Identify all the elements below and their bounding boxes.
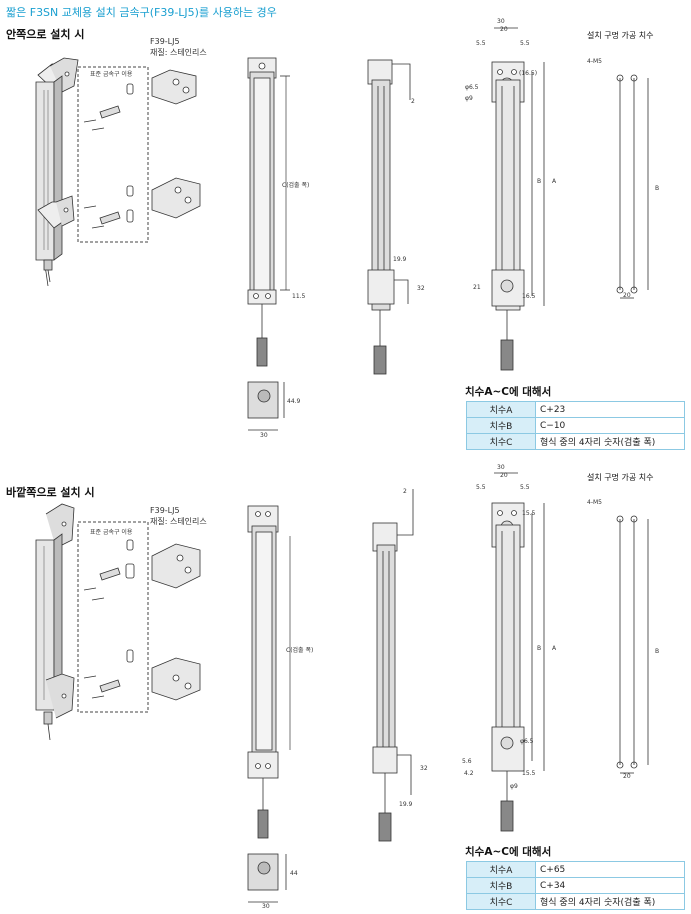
front-d-30-2: 30	[262, 903, 270, 910]
hole-d-4m5-2: 4-M5	[587, 499, 602, 506]
hole-dimension-title: 설치 구멍 가공 치수	[587, 31, 654, 40]
side-d-19-9-b: 19.9	[399, 801, 413, 808]
side-d-32: 32	[417, 285, 425, 292]
table-value: 형식 중의 4자리 숫자(검출 폭)	[535, 433, 685, 450]
material-label: 재질: 스테인리스	[150, 48, 207, 57]
rear-d-b: B	[537, 178, 542, 185]
standard-bracket-label-2: 표준 금속구 이용	[90, 529, 133, 536]
rear-d-16-5-paren: (16.5)	[519, 70, 538, 77]
table-value: C+65	[535, 861, 685, 878]
hole-d-b-2: B	[655, 648, 660, 655]
front-c-dim-2: C(검출 폭)	[286, 647, 314, 654]
hole-d-20-2: 20	[623, 773, 631, 780]
rear-d-a: A	[552, 178, 557, 185]
rear-d-9-2: φ9	[510, 783, 518, 790]
rear-d-5-5-2: 5.5	[476, 484, 486, 491]
side-view-drawing-2	[372, 489, 414, 842]
rear-view-drawing	[491, 27, 545, 371]
rear-d-b-2: B	[537, 645, 542, 652]
part-code: F39-LJ5	[150, 37, 180, 46]
rear-d-20: 20	[500, 26, 508, 33]
side-d-2-b: 2	[403, 488, 407, 495]
material-label-2: 재질: 스테인리스	[150, 517, 207, 526]
section-heading-inside: 안쪽으로 설치 시	[6, 28, 85, 41]
mounting-hole-drawing-2	[616, 515, 649, 774]
rear-d-a-2: A	[552, 645, 557, 652]
table-value: 형식 중의 4자리 숫자(검출 폭)	[535, 893, 685, 910]
front-d-44: 44	[290, 870, 298, 877]
rear-d-6-5-2: φ6.5	[520, 738, 534, 745]
page-title: 짧은 F3SN 교체용 설치 금속구(F39-LJ5)를 사용하는 경우	[6, 6, 277, 19]
hole-d-20: 20	[623, 292, 631, 299]
table-heading-1: 치수A~C에 대해서	[465, 386, 552, 398]
rear-d-5-6: 5.6	[462, 758, 472, 765]
table-value: C+34	[535, 877, 685, 894]
table-key: 치수B	[466, 877, 536, 894]
table-key: 치수A	[466, 401, 536, 418]
rear-view-drawing-2	[491, 472, 545, 832]
rear-d-5-5: 5.5	[476, 40, 486, 47]
mounting-hole-drawing	[616, 74, 649, 299]
table-value: C+23	[535, 401, 685, 418]
rear-d-5-5-2b: 5.5	[520, 484, 530, 491]
hole-d-b: B	[655, 185, 660, 192]
rear-d-30: 30	[497, 18, 505, 25]
side-d-32-b: 32	[420, 765, 428, 772]
table-key: 치수A	[466, 861, 536, 878]
rear-d-9: φ9	[465, 95, 473, 102]
rear-d-16-5: 16.5	[522, 293, 536, 300]
front-view-drawing	[247, 57, 290, 431]
rear-d-4-2: 4.2	[464, 770, 474, 777]
table-key: 치수C	[466, 433, 536, 450]
front-c-dim: C(검출 폭)	[282, 182, 310, 189]
front-view-drawing-2	[247, 505, 291, 903]
side-d-2: 2	[411, 98, 415, 105]
hole-dimension-title-2: 설치 구멍 가공 치수	[587, 473, 654, 482]
sensor-perspective-drawing	[35, 57, 201, 287]
rear-d-15-5-bottom: 15.5	[522, 770, 536, 777]
front-d-11-5: 11.5	[292, 293, 306, 300]
side-d-19-9: 19.9	[393, 256, 407, 263]
rear-d-20-2: 20	[500, 472, 508, 479]
rear-d-15-5-top: 15.5	[522, 510, 536, 517]
part-code-2: F39-LJ5	[150, 506, 180, 515]
side-view-drawing	[367, 59, 411, 375]
hole-d-4m5: 4-M5	[587, 58, 602, 65]
rear-d-30-2: 30	[497, 464, 505, 471]
section-heading-outside: 바깥쪽으로 설치 시	[6, 486, 95, 499]
table-value: C−10	[535, 417, 685, 434]
rear-d-21: 21	[473, 284, 481, 291]
table-key: 치수B	[466, 417, 536, 434]
front-d-30: 30	[260, 432, 268, 439]
rear-d-5-5b: 5.5	[520, 40, 530, 47]
table-heading-2: 치수A~C에 대해서	[465, 846, 552, 858]
standard-bracket-label: 표준 금속구 이용	[90, 71, 133, 78]
front-d-44-9: 44.9	[287, 398, 301, 405]
sensor-perspective-drawing-2	[35, 503, 201, 741]
rear-d-6-5: φ6.5	[465, 84, 479, 91]
table-key: 치수C	[466, 893, 536, 910]
